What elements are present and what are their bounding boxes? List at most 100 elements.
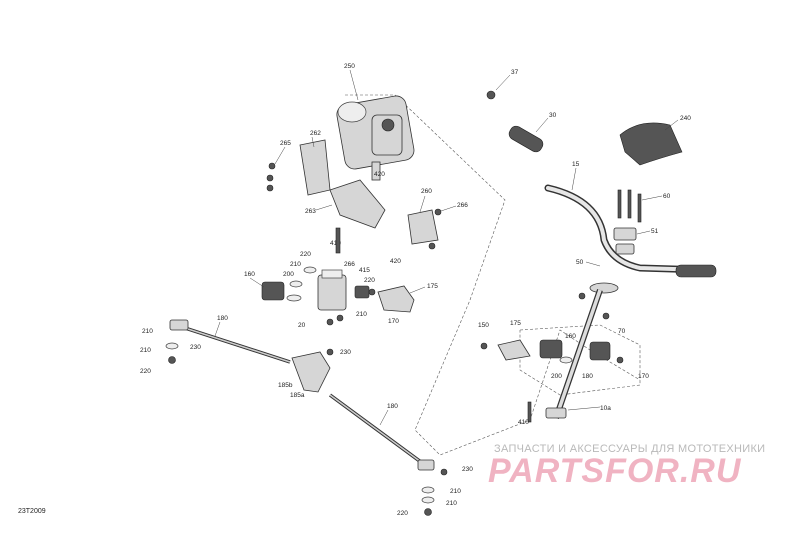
- handlebar-clamp-upper: [613, 227, 637, 241]
- column-lower-end: [545, 407, 567, 419]
- handle-grip-left: [508, 125, 544, 153]
- nut-220d: [424, 508, 432, 516]
- callout-230a: 230: [190, 344, 201, 351]
- callout-160a: 160: [244, 271, 255, 278]
- nut-230c: [440, 468, 448, 476]
- bearing-160a: [261, 281, 285, 301]
- callout-185a: 185a: [290, 392, 305, 399]
- bearing-415: [354, 285, 370, 299]
- leader-266a: [440, 205, 457, 212]
- callout-175a: 175: [427, 283, 438, 290]
- bolt-70: [578, 292, 586, 300]
- callout-420a: 420: [374, 171, 385, 178]
- washer-210f: [421, 496, 435, 504]
- callout-230c: 230: [462, 466, 473, 473]
- callout-210a: 210: [290, 261, 301, 268]
- leader-262: [311, 136, 315, 148]
- callout-420b: 420: [390, 258, 401, 265]
- callout-20: 20: [298, 322, 306, 329]
- stop-bracket: [377, 285, 415, 313]
- leader-265: [274, 146, 286, 165]
- callout-240: 240: [680, 115, 691, 122]
- callout-170a: 170: [388, 318, 399, 325]
- watermark-caption: ЗАПЧАСТИ И АКСЕССУАРЫ ДЛЯ МОТОТЕХНИКИ: [494, 443, 766, 455]
- washer-210a: [303, 266, 317, 274]
- column-lower-assembly: [317, 269, 347, 326]
- column-clamp: [407, 209, 439, 245]
- leader-260: [419, 195, 426, 213]
- callout-160b: 160: [565, 333, 576, 340]
- assembly-outline-2: [519, 324, 641, 396]
- leader-15: [571, 167, 577, 191]
- diagram-code: 23T2009: [18, 508, 46, 515]
- callout-10a: 10a: [600, 405, 611, 412]
- leader-160a: [249, 277, 265, 288]
- nut-420: [428, 242, 436, 250]
- callout-185b: 185b: [278, 382, 293, 389]
- leader-60: [641, 195, 663, 201]
- callout-51: 51: [651, 228, 659, 235]
- washer-210e: [421, 486, 435, 494]
- washer-200b: [286, 294, 302, 302]
- callout-250: 250: [344, 63, 355, 70]
- bar-end-plug: [486, 90, 496, 100]
- nut-230b: [326, 348, 334, 356]
- callout-220c: 220: [140, 368, 151, 375]
- leader-37: [495, 74, 511, 91]
- leader-51: [636, 230, 651, 235]
- stop-bracket-right: [497, 339, 531, 361]
- callout-70: 70: [618, 328, 626, 335]
- leader-175a: [409, 286, 426, 294]
- bolt-set-60: [617, 189, 642, 223]
- leader-50: [585, 261, 601, 267]
- callout-230b: 230: [340, 349, 351, 356]
- callout-210f: 210: [446, 500, 457, 507]
- callout-220a: 220: [300, 251, 311, 258]
- leader-30: [535, 117, 549, 133]
- leader-240: [664, 119, 679, 131]
- tie-rod-end-right: [417, 459, 435, 471]
- handle-grip-right: [675, 264, 717, 278]
- callout-410a: 410: [330, 240, 341, 247]
- callout-50: 50: [576, 259, 584, 266]
- washer-210d: [165, 342, 179, 350]
- mount-plate: [329, 179, 386, 229]
- mount-bracket: [299, 139, 331, 196]
- bolt-410b: [527, 401, 532, 423]
- handlebar-tube-hl: [546, 186, 708, 272]
- nut-170b: [616, 356, 624, 364]
- bolt-266a: [434, 208, 442, 216]
- callout-37: 37: [511, 69, 519, 76]
- callout-200b: 200: [551, 373, 562, 380]
- callout-150: 150: [478, 322, 489, 329]
- callout-180c: 180: [582, 373, 593, 380]
- callout-200a: 200: [283, 271, 294, 278]
- steering-gearbox: [336, 95, 415, 181]
- nut-220b: [368, 288, 376, 296]
- callout-266a: 266: [457, 202, 468, 209]
- callout-170b: 170: [638, 373, 649, 380]
- leader-250: [349, 69, 359, 101]
- leader-263: [315, 204, 333, 211]
- washer-200a: [289, 280, 303, 288]
- leader-180a: [214, 321, 221, 337]
- callout-210c: 210: [142, 328, 153, 335]
- callout-60: 60: [663, 193, 671, 200]
- callout-175b: 175: [510, 320, 521, 327]
- callout-266b: 266: [344, 261, 355, 268]
- bolt-set-265: [266, 162, 276, 192]
- tie-rod-end-left: [169, 319, 189, 331]
- callout-260: 260: [421, 188, 432, 195]
- callout-263: 263: [305, 208, 316, 215]
- leader-180b: [379, 409, 389, 426]
- column-riser: [589, 282, 619, 294]
- watermark-logo: PARTSFOR.RU: [488, 452, 742, 490]
- callout-210d: 210: [140, 347, 151, 354]
- bearing-180c: [589, 341, 611, 361]
- washer-200c: [559, 356, 573, 364]
- handlebar-pad: [619, 122, 683, 166]
- handlebar-clamp-lower: [615, 243, 635, 255]
- callout-415: 415: [359, 267, 370, 274]
